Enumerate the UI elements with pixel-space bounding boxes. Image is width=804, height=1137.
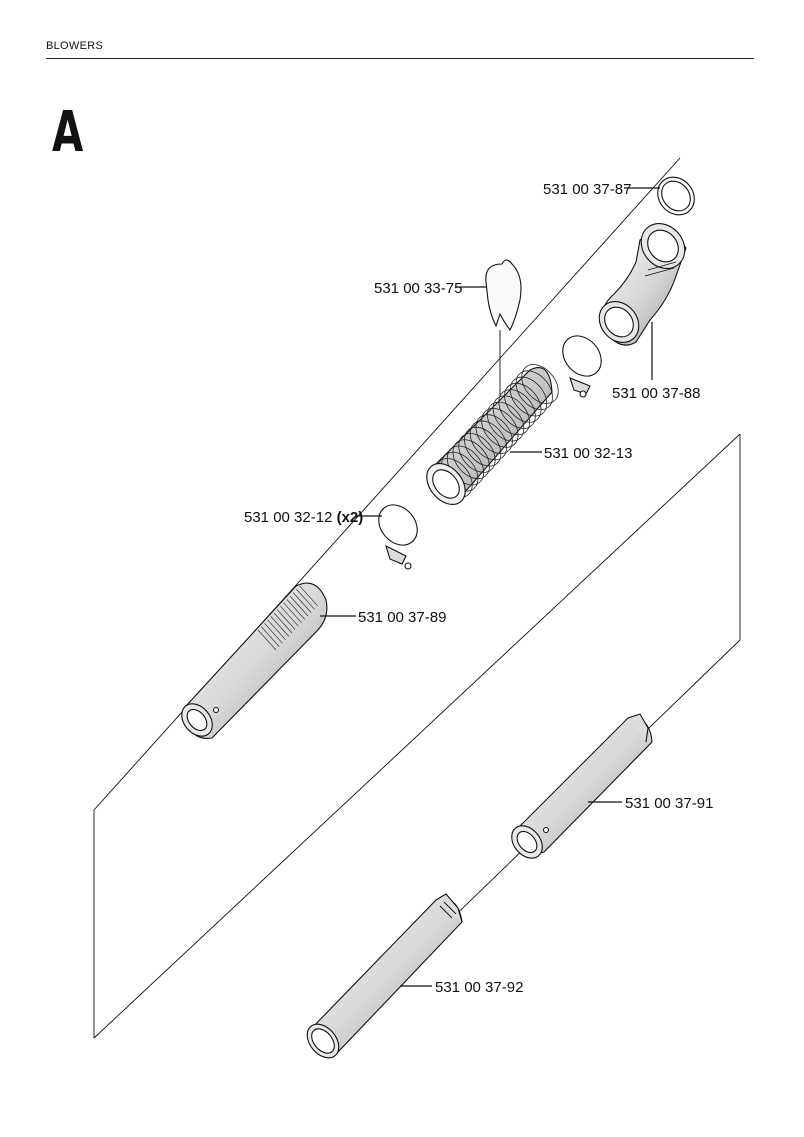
- part-label-531-00-32-12: 531 00 32-12 (x2): [244, 509, 363, 526]
- hose-corrugation: [458, 433, 496, 473]
- hose-corrugation: [504, 382, 542, 423]
- grip-rib: [257, 629, 277, 651]
- hose-corrugation: [515, 370, 553, 411]
- grip-rib: [289, 595, 309, 617]
- hose-corrugation: [464, 426, 502, 467]
- hose-corrugation: [486, 401, 525, 442]
- grip-rib: [280, 605, 299, 627]
- grip-rib: [273, 612, 293, 634]
- part-label-531-00-37-92: 531 00 37-92: [435, 979, 523, 996]
- grip-rib: [283, 602, 302, 624]
- tube-nozzle: [306, 893, 463, 1059]
- page-header: BLOWERS: [46, 38, 754, 59]
- hose-corrugation: [452, 439, 490, 480]
- cable-clip: [485, 259, 522, 396]
- hose-corrugation: [469, 420, 508, 461]
- grip-rib: [296, 588, 315, 610]
- hose-corrugation: [481, 408, 519, 448]
- part-label-531-00-37-89: 531 00 37-89: [358, 609, 446, 626]
- quantity-note: (x2): [337, 509, 364, 526]
- o-ring: [657, 176, 695, 216]
- grip-rib: [292, 592, 312, 613]
- part-label-531-00-33-75: 531 00 33-75: [374, 280, 462, 297]
- grip-rib: [260, 626, 280, 647]
- tube-upper: [181, 582, 328, 739]
- hose-corrugation: [492, 395, 530, 436]
- header-title: BLOWERS: [46, 40, 104, 52]
- hose-corrugation: [509, 376, 548, 417]
- hose-corrugation: [521, 364, 559, 404]
- grip-rib: [299, 585, 318, 607]
- flexible-hose: [426, 364, 559, 505]
- tube-middle: [511, 713, 653, 859]
- hose-clamp-lower: [378, 504, 418, 570]
- hose-corrugation: [498, 389, 536, 429]
- hose-clamp-upper: [562, 335, 602, 398]
- grip-rib: [270, 616, 290, 637]
- part-label-531-00-37-91: 531 00 37-91: [625, 795, 713, 812]
- grip-rib: [276, 609, 296, 630]
- part-label-531-00-32-13: 531 00 32-13: [544, 445, 632, 462]
- hose-corrugation: [475, 414, 513, 454]
- grip-rib: [286, 599, 306, 620]
- elbow-pipe: [598, 223, 687, 346]
- grip-rib: [264, 622, 283, 644]
- section-letter: A: [52, 100, 84, 165]
- part-label-531-00-37-87: 531 00 37-87: [543, 181, 631, 198]
- part-label-531-00-37-88: 531 00 37-88: [612, 385, 700, 402]
- grip-rib: [267, 619, 286, 641]
- leader-lines: [320, 187, 660, 987]
